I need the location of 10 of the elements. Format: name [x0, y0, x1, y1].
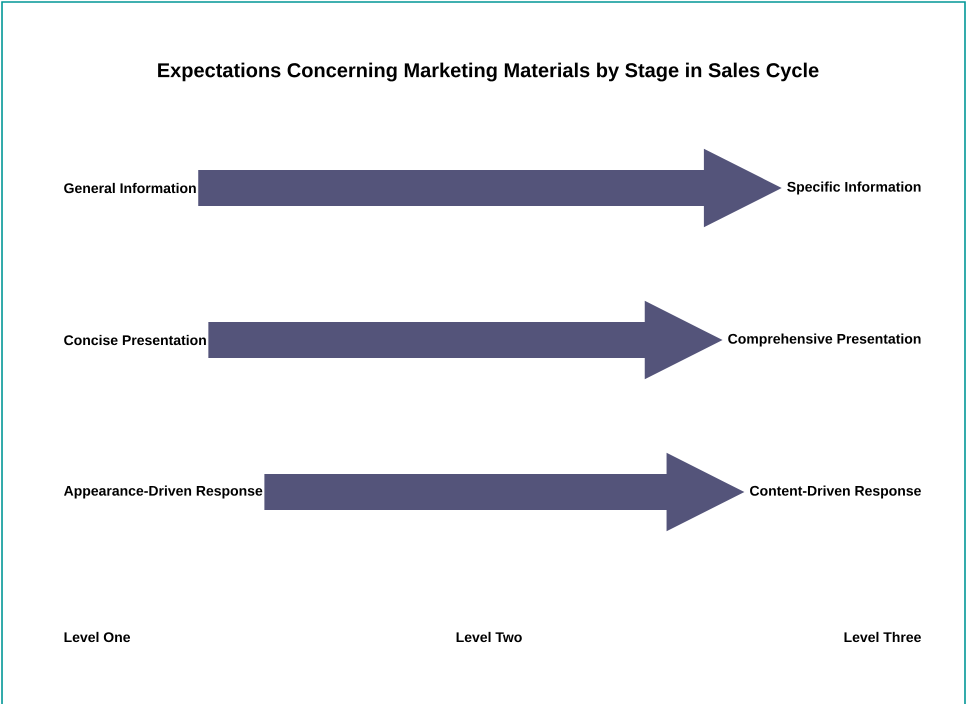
- node-label: Appearance-Driven Response: [64, 485, 262, 499]
- node-label: Specific Information: [787, 181, 920, 195]
- node-label: Concise Presentation: [64, 334, 206, 346]
- node-label: General Information: [64, 182, 196, 194]
- level-label: Level Two: [456, 632, 522, 642]
- level-label: Level Three: [844, 632, 921, 642]
- level-label: Level One: [64, 632, 130, 642]
- node-label: Comprehensive Presentation: [728, 333, 920, 347]
- title: Expectations Concerning Marketing Materials by Stage in Sales Cycle: [158, 62, 818, 82]
- node-label: Content-Driven Response: [750, 485, 921, 499]
